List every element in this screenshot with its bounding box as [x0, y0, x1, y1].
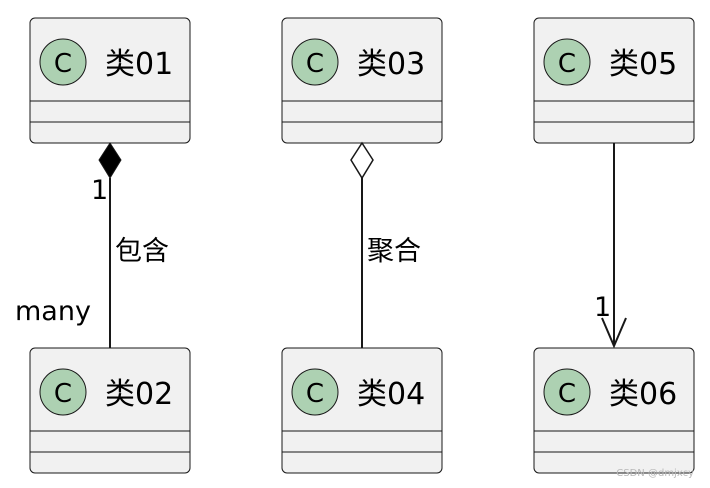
composition-edge[interactable]: 1 包含 many [15, 142, 169, 348]
class-name: 类01 [105, 47, 173, 82]
composition-label: 包含 [115, 236, 169, 267]
association-edge[interactable]: 1 [594, 143, 627, 349]
class-box-02[interactable]: C 类02 [29, 347, 191, 474]
open-arrow-icon [601, 317, 627, 349]
class-name: 类03 [357, 47, 425, 82]
class-badge-icon [291, 38, 339, 86]
class-name: 类04 [357, 377, 425, 412]
class-box-05[interactable]: C 类05 [533, 17, 695, 144]
class-badge-letter: C [54, 49, 72, 79]
class-box-06[interactable]: C 类06 [533, 347, 695, 474]
target-multiplicity: many [15, 296, 91, 327]
source-multiplicity: 1 [91, 175, 108, 206]
class-badge-icon [543, 368, 591, 416]
class-box-03[interactable]: C 类03 [281, 17, 443, 144]
class-badge-icon [39, 38, 87, 86]
class-badge-icon [39, 368, 87, 416]
class-badge-letter: C [558, 379, 576, 409]
class-box-01[interactable]: C 类01 [29, 17, 191, 144]
class-badge-letter: C [306, 49, 324, 79]
filled-diamond-icon [98, 142, 122, 179]
class-badge-letter: C [54, 379, 72, 409]
class-badge-icon [543, 38, 591, 86]
class-name: 类02 [105, 377, 173, 412]
watermark-text: CSDN @dmjxcy [616, 468, 694, 479]
aggregation-label: 聚合 [367, 236, 421, 267]
target-multiplicity: 1 [594, 292, 611, 323]
class-name: 类05 [609, 47, 677, 82]
hollow-diamond-icon [350, 141, 374, 180]
class-box-04[interactable]: C 类04 [281, 347, 443, 474]
class-badge-letter: C [558, 49, 576, 79]
class-badge-letter: C [306, 379, 324, 409]
aggregation-edge[interactable]: 聚合 [350, 141, 421, 348]
class-badge-icon [291, 368, 339, 416]
class-name: 类06 [609, 377, 677, 412]
